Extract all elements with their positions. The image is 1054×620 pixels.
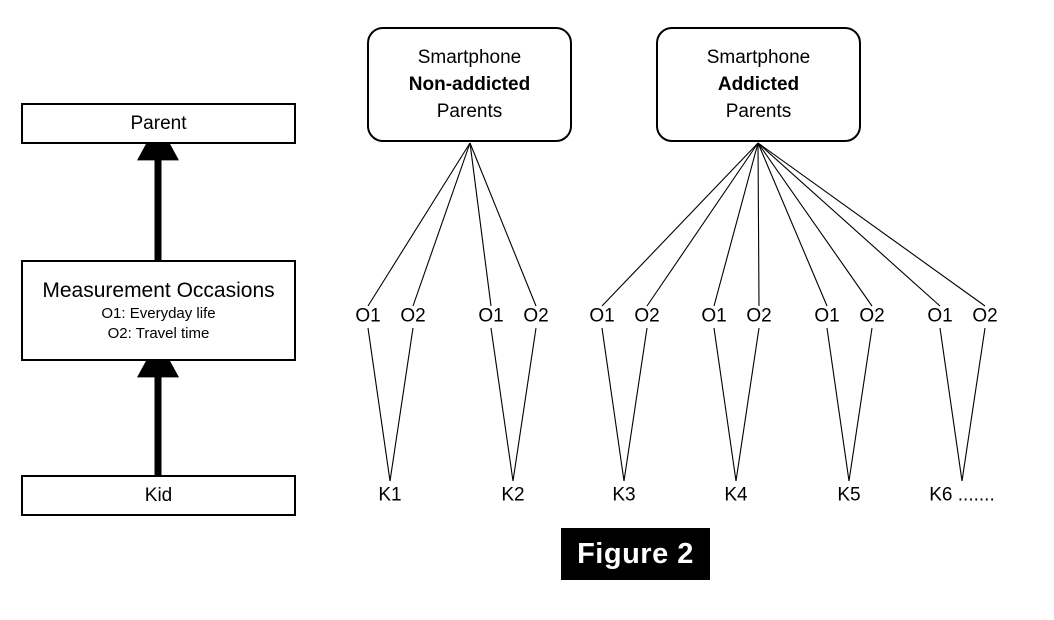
figure-caption-text: Figure 2 [577, 537, 694, 570]
connector-addicted-to-occasion [646, 142, 759, 307]
occasion-label-o2-k5[interactable]: O2 [859, 305, 885, 327]
group-to-occasion-lines [367, 142, 986, 307]
connector-addicted-to-occasion [713, 142, 759, 307]
kid-label-k4[interactable]: K4 [724, 484, 748, 506]
occasion-label-o1-k3[interactable]: O1 [589, 305, 615, 327]
group-box-addicted[interactable]: Smartphone Addicted Parents [656, 27, 861, 142]
group-box-addicted-line-1: Smartphone [706, 47, 811, 68]
level-box-kid[interactable]: Kid [21, 475, 296, 516]
occasion-label-o1-k2[interactable]: O1 [478, 305, 504, 327]
group-box-non-addicted-line-2: Non-addicted [408, 74, 531, 95]
occasion-label-o2-k4[interactable]: O2 [746, 305, 772, 327]
occasion-label-o1-k6[interactable]: O1 [927, 305, 953, 327]
connector-non-addicted-to-occasion [412, 142, 471, 307]
connector-non-addicted-to-occasion [469, 142, 492, 307]
connector-occasion-to-K6 [961, 327, 986, 482]
connector-occasion-to-K1 [389, 327, 414, 482]
occasion-to-kid-lines [367, 327, 986, 482]
level-box-parent-title: Parent [130, 112, 187, 134]
group-box-non-addicted-line-3: Parents [436, 101, 503, 122]
connector-addicted-to-occasion [757, 142, 873, 307]
connector-addicted-to-occasion [757, 142, 986, 307]
group-box-non-addicted-line-1: Smartphone [417, 47, 522, 68]
connector-occasion-to-K2 [512, 327, 537, 482]
group-box-non-addicted[interactable]: Smartphone Non-addicted Parents [367, 27, 572, 142]
level-box-measurement-occasions[interactable]: Measurement Occasions O1: Everyday life … [21, 260, 296, 361]
connector-occasion-to-K1 [367, 327, 391, 482]
occasion-label-o2-k6[interactable]: O2 [972, 305, 998, 327]
occasion-label-o1-k4[interactable]: O1 [701, 305, 727, 327]
connector-occasion-to-K3 [623, 327, 648, 482]
connector-occasion-to-K6 [939, 327, 963, 482]
occasion-label-o2-k2[interactable]: O2 [523, 305, 549, 327]
kid-label-k3[interactable]: K3 [612, 484, 636, 506]
occasion-label-o1-k5[interactable]: O1 [814, 305, 840, 327]
connector-non-addicted-to-occasion [367, 142, 471, 307]
connector-addicted-to-occasion [757, 142, 760, 307]
connector-occasion-to-K4 [735, 327, 760, 482]
level-box-measurement-occasions-title: Measurement Occasions [42, 278, 275, 302]
connector-occasion-to-K5 [826, 327, 850, 482]
level-box-parent[interactable]: Parent [21, 103, 296, 144]
connector-occasion-to-K5 [848, 327, 873, 482]
occasion-label-o2-k1[interactable]: O2 [400, 305, 426, 327]
connector-non-addicted-to-occasion [469, 142, 537, 307]
connector-occasion-to-K4 [713, 327, 737, 482]
kid-label-k2[interactable]: K2 [501, 484, 525, 506]
occasion-label-o1-k1[interactable]: O1 [355, 305, 381, 327]
group-box-addicted-line-3: Parents [725, 101, 792, 122]
connector-addicted-to-occasion [757, 142, 828, 307]
group-box-addicted-line-2: Addicted [717, 74, 800, 95]
measurement-occasion-o1-description: O1: Everyday life [101, 304, 216, 322]
kid-label-k5[interactable]: K5 [837, 484, 861, 506]
figure-caption: Figure 2 [561, 528, 710, 580]
occasion-label-o2-k3[interactable]: O2 [634, 305, 660, 327]
kid-label-k1[interactable]: K1 [378, 484, 402, 506]
connector-occasion-to-K2 [490, 327, 514, 482]
measurement-occasion-o2-description: O2: Travel time [107, 324, 210, 342]
connector-addicted-to-occasion [757, 142, 941, 307]
kid-label-k6[interactable]: K6 ....... [929, 484, 995, 506]
level-box-kid-title: Kid [144, 484, 173, 506]
connector-occasion-to-K3 [601, 327, 625, 482]
connector-addicted-to-occasion [601, 142, 759, 307]
